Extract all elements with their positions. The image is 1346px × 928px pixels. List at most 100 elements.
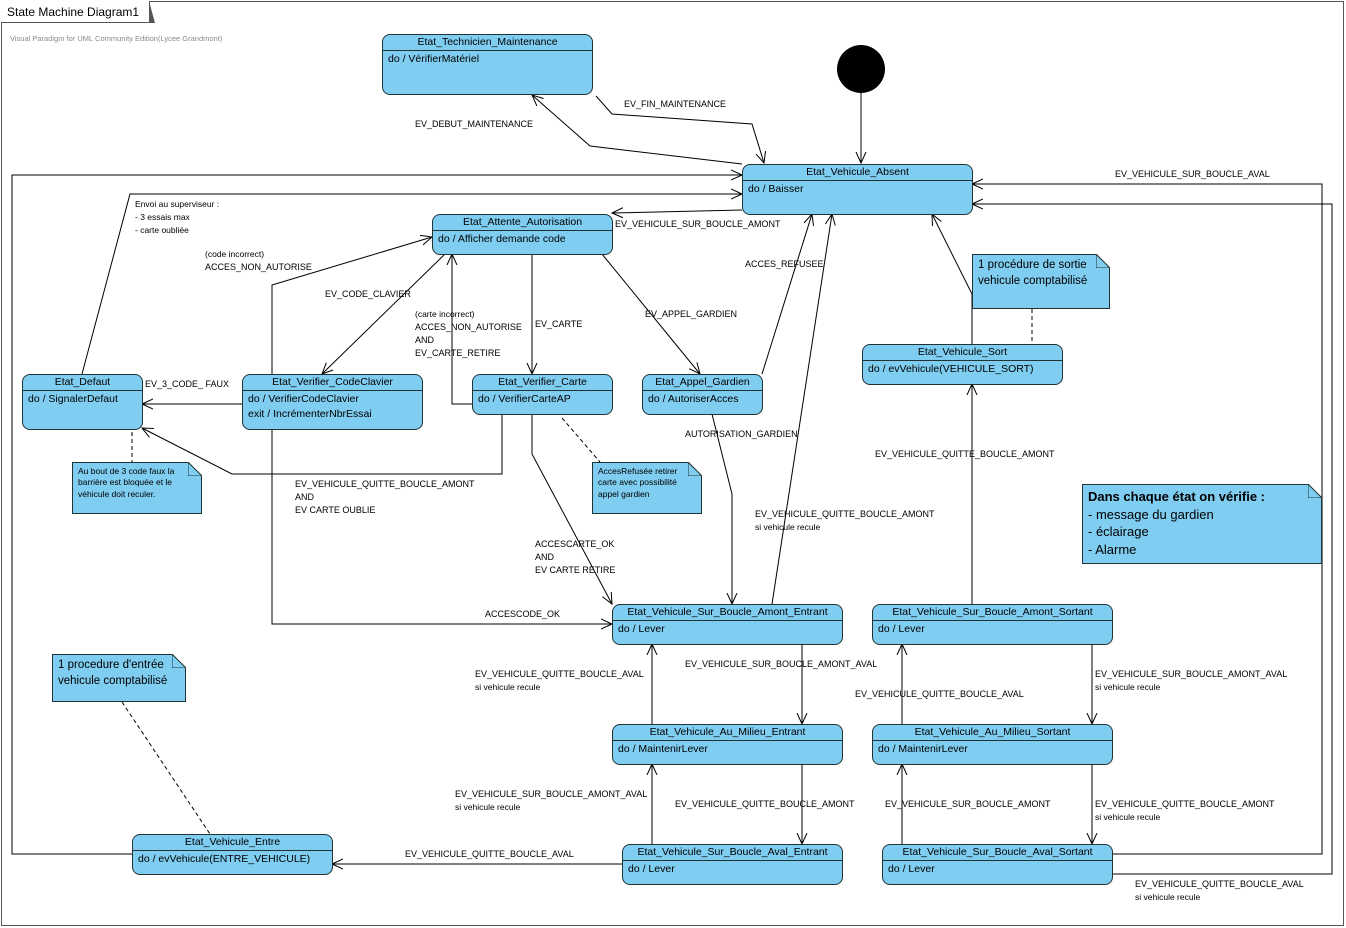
- state-activity: do / Lever: [878, 623, 925, 635]
- label-code-clavier: EV_CODE_CLAVIER: [325, 289, 411, 299]
- label-appel-gardien: EV_APPEL_GARDIEN: [645, 309, 738, 319]
- note-line: Au bout de 3 code faux la: [78, 466, 175, 476]
- state-title: Etat_Appel_Gardien: [643, 375, 762, 391]
- label-milieu-amont-aval-1: EV_VEHICULE_SUR_BOUCLE_AMONT_AVAL: [455, 789, 648, 799]
- state-defaut[interactable]: Etat_Defaut do / SignalerDefaut: [22, 374, 143, 430]
- edge-debut-maintenance: [532, 95, 743, 165]
- label-code-incorrect-2: ACCES_NON_AUTORISE: [205, 262, 312, 272]
- edge-absent-attente: [612, 210, 743, 213]
- state-activity: do / SignalerDefaut: [28, 393, 118, 405]
- watermark: Visual Paradigm for UML Community Editio…: [10, 34, 223, 43]
- state-activity: do / Lever: [888, 863, 935, 875]
- label-sortant-quitte-amont-1: EV_VEHICULE_QUITTE_BOUCLE_AMONT: [1095, 799, 1275, 809]
- state-boucle-aval-entrant[interactable]: Etat_Vehicule_Sur_Boucle_Aval_Entrant do…: [622, 844, 843, 885]
- state-milieu-sortant[interactable]: Etat_Vehicule_Au_Milieu_Sortant do / Mai…: [872, 724, 1113, 765]
- state-milieu-entrant[interactable]: Etat_Vehicule_Au_Milieu_Entrant do / Mai…: [612, 724, 843, 765]
- note-verifie: Dans chaque état on vérifie : - message …: [1082, 484, 1322, 564]
- label-quitte-aval-recule-2: si vehicule recule: [475, 682, 541, 692]
- state-technicien-maintenance[interactable]: Etat_Technicien_Maintenance do / Vérifie…: [382, 34, 593, 95]
- edge-aval-sortant-absent: [972, 184, 1323, 855]
- state-vehicule-entre[interactable]: Etat_Vehicule_Entre do / evVehicule(ENTR…: [132, 834, 333, 875]
- state-verifier-carte[interactable]: Etat_Verifier_Carte do / VerifierCarteAP: [472, 374, 613, 415]
- label-recule-amont-2: si vehicule recule: [755, 522, 821, 532]
- label-bottom-quitte-aval-1: EV_VEHICULE_QUITTE_BOUCLE_AVAL: [1135, 879, 1304, 889]
- note-line: véhicule doit reculer.: [78, 488, 156, 499]
- note-link-entree: [121, 701, 211, 835]
- state-activity: do / MaintenirLever: [878, 743, 968, 755]
- state-title: Etat_Technicien_Maintenance: [383, 35, 592, 51]
- edge-code-attente: [271, 237, 432, 374]
- edge-defaut-absent: [81, 194, 742, 375]
- state-activity: do / VérifierMatériel: [388, 53, 480, 65]
- state-title: Etat_Verifier_CodeClavier: [243, 375, 422, 391]
- edge-attente-gardien: [601, 253, 700, 374]
- label-carte-incorrect-1: (carte incorrect): [415, 309, 475, 319]
- state-vehicule-absent[interactable]: Etat_Vehicule_Absent do / Baisser: [742, 164, 973, 215]
- note-line: vehicule comptabilisé: [978, 274, 1088, 287]
- note-line: 1 procédure de sortie: [978, 259, 1087, 271]
- note-line: 1 procedure d'entrée: [58, 659, 164, 671]
- state-boucle-aval-sortant[interactable]: Etat_Vehicule_Sur_Boucle_Aval_Sortant do…: [882, 844, 1113, 885]
- state-boucle-amont-entrant[interactable]: Etat_Vehicule_Sur_Boucle_Amont_Entrant d…: [612, 604, 843, 645]
- note-link-refusee: [561, 417, 601, 463]
- state-exit-activity: exit / IncrémenterNbrEssai: [248, 408, 372, 420]
- label-quitte-amont-sort: EV_VEHICULE_QUITTE_BOUCLE_AMONT: [875, 449, 1055, 459]
- state-title: Etat_Vehicule_Absent: [743, 165, 972, 181]
- note-line: vehicule comptabilisé: [58, 674, 168, 687]
- label-sortant-sur-amont: EV_VEHICULE_SUR_BOUCLE_AMONT: [885, 799, 1051, 809]
- state-vehicule-sort[interactable]: Etat_Vehicule_Sort do / evVehicule(VEHIC…: [862, 344, 1063, 385]
- edge-sort-absent: [932, 214, 973, 344]
- note-line: barrière est bloquée et le: [78, 477, 173, 488]
- edge-absent-aval-sortant: [972, 204, 1333, 875]
- note-fold-icon: [1096, 254, 1110, 268]
- note-code-faux: Au bout de 3 code faux la barrière est b…: [72, 462, 202, 514]
- label-accescarte-2: AND: [535, 552, 555, 562]
- edge-amont-entrant-absent: [771, 214, 832, 605]
- state-title: Etat_Vehicule_Sort: [863, 345, 1062, 361]
- label-carte-incorrect-4: EV_CARTE_RETIRE: [415, 348, 501, 358]
- state-title: Etat_Vehicule_Sur_Boucle_Aval_Entrant: [623, 845, 842, 861]
- state-appel-gardien[interactable]: Etat_Appel_Gardien do / AutoriserAcces: [642, 374, 763, 415]
- state-attente-autorisation[interactable]: Etat_Attente_Autorisation do / Afficher …: [432, 214, 613, 255]
- state-activity: do / Lever: [618, 623, 665, 635]
- label-recule-amont-1: EV_VEHICULE_QUITTE_BOUCLE_AMONT: [755, 509, 935, 519]
- state-title: Etat_Vehicule_Sur_Boucle_Aval_Sortant: [883, 845, 1112, 861]
- label-fin-maintenance: EV_FIN_MAINTENANCE: [624, 99, 727, 109]
- state-title: Etat_Vehicule_Entre: [133, 835, 332, 851]
- label-sortant-amont-aval-1: EV_VEHICULE_SUR_BOUCLE_AMONT_AVAL: [1095, 669, 1288, 679]
- state-activity: do / evVehicule(ENTRE_VEHICULE): [138, 853, 311, 865]
- state-activity: do / VerifierCarteAP: [478, 393, 571, 405]
- diagram-title: State Machine Diagram1: [1, 1, 156, 23]
- state-verifier-codeclavier[interactable]: Etat_Verifier_CodeClavier do / VerifierC…: [242, 374, 423, 430]
- edge-attente-code: [322, 253, 446, 374]
- edge-carte-amont-entrant: [531, 414, 612, 604]
- state-activity: do / Lever: [628, 863, 675, 875]
- label-boucle-amont: EV_VEHICULE_SUR_BOUCLE_AMONT: [615, 219, 781, 229]
- label-ev-carte: EV_CARTE: [535, 319, 583, 329]
- edge-gardien-absent: [761, 214, 812, 375]
- note-fold-icon: [172, 654, 186, 668]
- state-title: Etat_Vehicule_Au_Milieu_Entrant: [613, 725, 842, 741]
- label-accescarte-3: EV CARTE RETIRE: [535, 565, 616, 575]
- initial-node: [837, 45, 885, 93]
- state-title: Etat_Vehicule_Au_Milieu_Sortant: [873, 725, 1112, 741]
- label-3-code-faux: EV_3_CODE_ FAUX: [145, 379, 230, 389]
- note-acces-refusee: AccesRefusée retirer carte avec possibil…: [592, 462, 702, 514]
- label-bottom-quitte-aval-2: si vehicule recule: [1135, 892, 1201, 902]
- label-boucle-aval-top: EV_VEHICULE_SUR_BOUCLE_AVAL: [1115, 169, 1270, 179]
- label-oublie-2: AND: [295, 492, 315, 502]
- state-boucle-amont-sortant[interactable]: Etat_Vehicule_Sur_Boucle_Amont_Sortant d…: [872, 604, 1113, 645]
- label-oublie-1: EV_VEHICULE_QUITTE_BOUCLE_AMONT: [295, 479, 475, 489]
- label-carte-incorrect-3: AND: [415, 335, 435, 345]
- state-activity: do / Baisser: [748, 183, 804, 195]
- label-accescode: ACCESCODE_OK: [485, 609, 561, 619]
- note-line: carte avec possibilité: [598, 477, 677, 488]
- note-fold-icon: [1308, 484, 1322, 498]
- label-autorisation-gardien: AUTORISATION_GARDIEN: [685, 429, 798, 439]
- edge-carte-defaut: [142, 414, 503, 475]
- note-line: AccesRefusée retirer: [598, 466, 678, 476]
- label-debut-maintenance: EV_DEBUT_MAINTENANCE: [415, 119, 534, 129]
- state-activity: do / Afficher demande code: [438, 233, 566, 245]
- edge-carte-attente: [452, 254, 472, 405]
